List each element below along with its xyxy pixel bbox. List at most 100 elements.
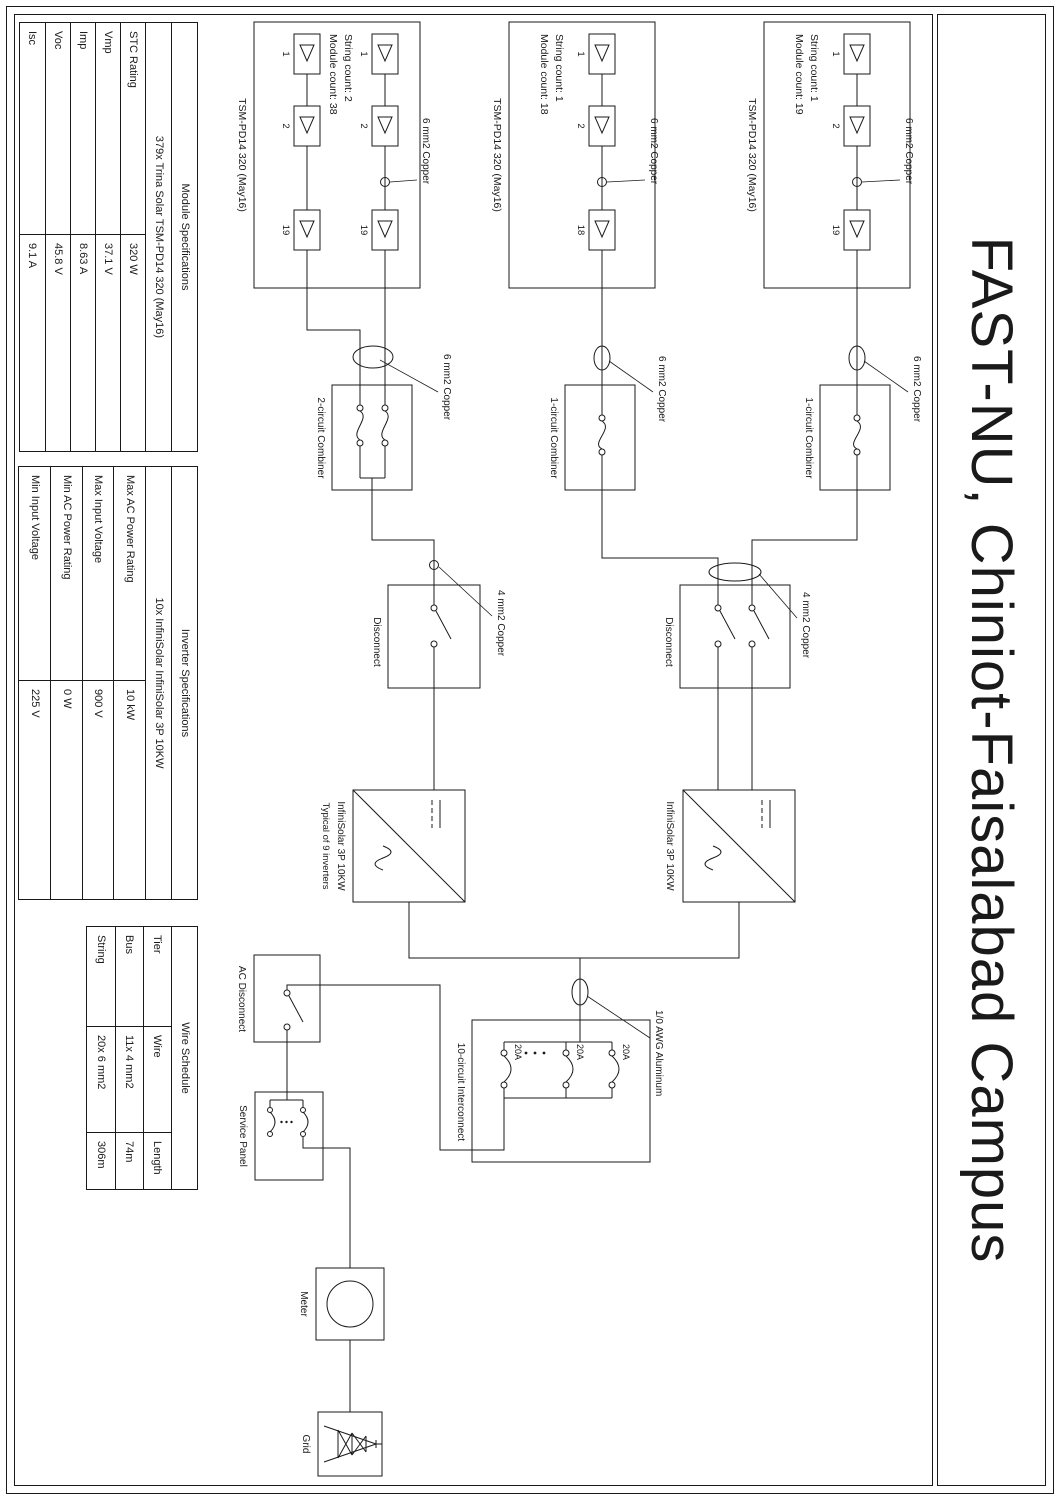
ac-disconnect-box bbox=[253, 954, 321, 1043]
table-row: Min AC Power Rating 0 W bbox=[50, 467, 82, 899]
table-subtitle: 10x InfiniSolar InfiniSolar 3P 10KW bbox=[145, 467, 171, 899]
module-number: 2 bbox=[575, 123, 586, 129]
wire-callout-label: 6 mm2 Copper bbox=[656, 356, 667, 423]
wire-callout-label: 6 mm2 Copper bbox=[441, 354, 452, 421]
fuse-icon bbox=[598, 414, 606, 456]
switch-blade-icon bbox=[748, 604, 770, 648]
meter-label: Meter bbox=[298, 1291, 309, 1317]
breaker-icon bbox=[300, 1107, 309, 1137]
combiner-label: 2-circuit Combiner bbox=[315, 397, 326, 479]
wire-tier: Bus bbox=[116, 927, 143, 1027]
transmission-tower-icon bbox=[323, 1425, 382, 1463]
table-row: Min Input Voltage 225 V bbox=[19, 467, 51, 899]
module-count-label: Module count: 38 bbox=[327, 34, 339, 115]
fuse-icon bbox=[853, 414, 861, 456]
spec-value: 0 W bbox=[60, 689, 73, 709]
ellipsis-dots-icon bbox=[280, 1120, 293, 1124]
wire-callout-dot bbox=[429, 560, 439, 570]
table-title: Inverter Specifications bbox=[171, 467, 197, 899]
table-row: Imp 8.63 A bbox=[70, 23, 95, 451]
pv-module-icon bbox=[588, 33, 616, 75]
spec-value: 225 V bbox=[28, 689, 41, 718]
combiner-box-c bbox=[331, 384, 413, 491]
column-header: Length bbox=[151, 1141, 164, 1175]
disconnect-label: Disconnect bbox=[371, 617, 382, 667]
pv-module-icon bbox=[371, 209, 399, 251]
spec-value: 320 W bbox=[127, 243, 139, 275]
table-row: Vmp 37.1 V bbox=[95, 23, 120, 451]
table-subtitle: 379x Trina Solar TSM-PD14 320 (May16) bbox=[145, 23, 171, 451]
service-panel-label: Service Panel bbox=[237, 1105, 248, 1167]
breaker-icon bbox=[500, 1049, 512, 1089]
module-number: 18 bbox=[575, 224, 586, 236]
spec-name: Min Input Voltage bbox=[19, 467, 51, 681]
table-title: Module Specifications bbox=[171, 23, 197, 451]
wire-ac-bus bbox=[269, 902, 740, 1412]
spec-value: 10 kW bbox=[123, 689, 136, 721]
module-count-label: Module count: 18 bbox=[538, 34, 550, 115]
module-specs-table: Module Specifications 379x Trina Solar T… bbox=[19, 22, 198, 452]
module-number: 2 bbox=[830, 123, 841, 129]
wire-callout-label: 6 mm2 Copper bbox=[911, 356, 922, 423]
dc-symbol-icon bbox=[431, 800, 441, 828]
switch-blade-icon bbox=[430, 604, 452, 648]
table-row: Voc 45.8 V bbox=[45, 23, 70, 451]
table-row: Bus 11x 4 mm2 74m bbox=[115, 927, 143, 1189]
inverter-icon bbox=[682, 789, 796, 903]
spec-value: 37.1 V bbox=[102, 243, 114, 275]
switch-blade-icon bbox=[714, 604, 736, 648]
column-header: Tier bbox=[144, 927, 171, 1027]
pv-module-icon bbox=[843, 33, 871, 75]
inverter-label: InfiniSolar 3P 10KW bbox=[664, 801, 675, 891]
pv-module-icon bbox=[371, 33, 399, 75]
pv-module-icon bbox=[843, 105, 871, 147]
meter-box bbox=[315, 1267, 385, 1341]
array-model-label: TSM-PD14 320 (May16) bbox=[236, 98, 248, 212]
breaker-rating-label: 20A bbox=[621, 1044, 631, 1061]
module-count-label: Module count: 19 bbox=[793, 34, 805, 115]
combiner-box-b bbox=[564, 384, 636, 491]
grid-label: Grid bbox=[300, 1434, 311, 1454]
module-number: 19 bbox=[830, 224, 841, 236]
wire-callout-label: 1/0 AWG Aluminum bbox=[653, 1010, 664, 1097]
wire-callout-label: 6 mm2 Copper bbox=[648, 118, 659, 185]
pv-module-icon bbox=[588, 209, 616, 251]
wire-callout-label: 4 mm2 Copper bbox=[495, 590, 506, 657]
service-panel-box bbox=[254, 1091, 324, 1181]
table-row: Isc 9.1 A bbox=[20, 23, 45, 451]
disconnect-label: Disconnect bbox=[663, 617, 674, 667]
wire-callout-label: 6 mm2 Copper bbox=[903, 118, 914, 185]
wire-schedule-table: Wire Schedule Tier Wire Length Bus 11x 4… bbox=[86, 926, 198, 1190]
wire-bundle-ellipse bbox=[848, 345, 866, 371]
interconnect-panel bbox=[471, 1019, 651, 1163]
table-row: Max AC Power Rating 10 kW bbox=[113, 467, 145, 899]
pv-module-icon bbox=[293, 105, 321, 147]
pv-module-icon bbox=[293, 209, 321, 251]
breaker-rating-label: 20A bbox=[513, 1044, 523, 1061]
spec-name: Isc bbox=[20, 23, 45, 235]
string-count-label: String count: 2 bbox=[342, 34, 354, 102]
module-number: 1 bbox=[358, 51, 369, 57]
table-header-row: Tier Wire Length bbox=[143, 927, 171, 1189]
callout-leader-lines bbox=[379, 179, 909, 1039]
wire-length: 74m bbox=[123, 1141, 136, 1163]
table-title: Wire Schedule bbox=[171, 927, 197, 1189]
wire-spec: 20x 6 mm2 bbox=[87, 1027, 115, 1133]
spec-value: 900 V bbox=[92, 689, 105, 718]
dc-symbol-icon bbox=[761, 800, 771, 828]
switch-blade-icon bbox=[283, 989, 304, 1031]
module-number: 2 bbox=[358, 123, 369, 129]
combiner-box-a bbox=[819, 384, 891, 491]
ellipsis-dots-icon bbox=[524, 1051, 546, 1055]
inverter-note-label: Typical of 9 inverters bbox=[320, 802, 331, 890]
module-number: 19 bbox=[358, 224, 369, 236]
spec-name: Voc bbox=[46, 23, 70, 235]
pv-module-icon bbox=[843, 209, 871, 251]
inverter-specs-table: Inverter Specifications 10x InfiniSolar … bbox=[18, 466, 198, 900]
inverter-label: InfiniSolar 3P 10KW bbox=[335, 801, 346, 891]
wire-length: 306m bbox=[95, 1141, 107, 1169]
wire-spec: 11x 4 mm2 bbox=[116, 1027, 143, 1133]
fuse-icon bbox=[356, 404, 364, 447]
spec-name: Min AC Power Rating bbox=[51, 467, 82, 681]
